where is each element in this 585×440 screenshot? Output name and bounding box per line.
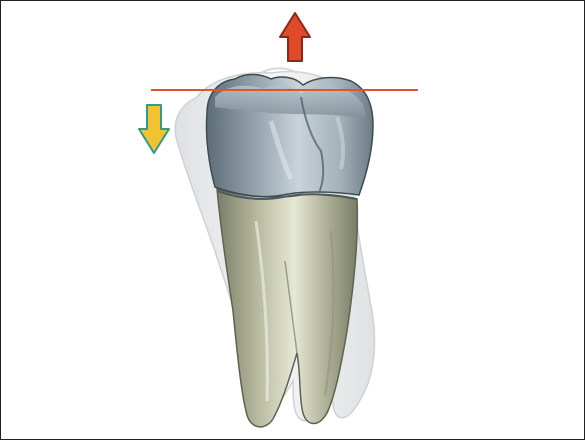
arrow-up-icon bbox=[280, 13, 310, 61]
arrow-down-icon bbox=[139, 105, 169, 153]
tooth-crown bbox=[206, 75, 373, 197]
